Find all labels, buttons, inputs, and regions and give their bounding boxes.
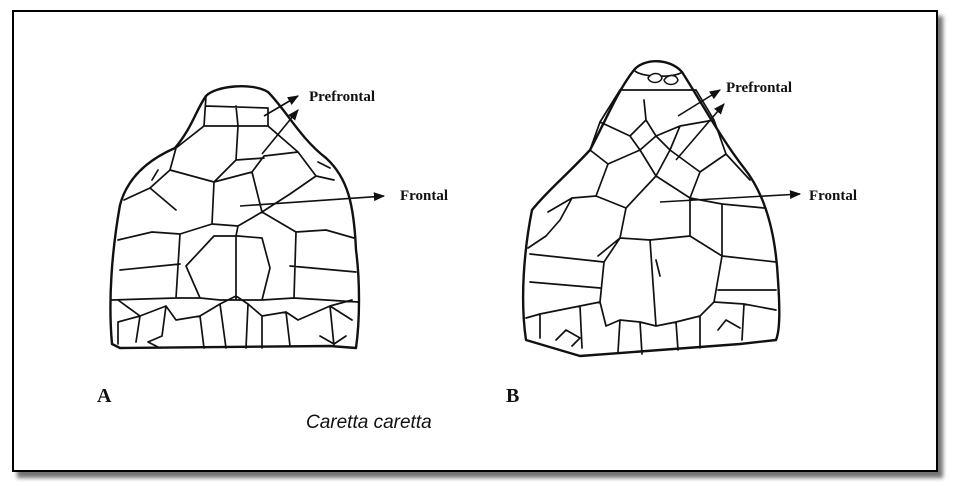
head-a-drawing bbox=[110, 86, 359, 348]
label-a-frontal: Frontal bbox=[400, 188, 448, 204]
head-b-nostril-right bbox=[664, 76, 678, 85]
head-b-drawing bbox=[523, 61, 779, 356]
label-b-prefrontal: Prefrontal bbox=[726, 80, 792, 96]
head-b-outline bbox=[523, 61, 779, 356]
panel-label-b: B bbox=[506, 385, 519, 407]
label-a-prefrontal: Prefrontal bbox=[309, 89, 375, 105]
panel-label-a: A bbox=[97, 385, 112, 407]
figure-caption: Caretta caretta bbox=[306, 412, 432, 434]
label-b-frontal: Frontal bbox=[809, 188, 857, 204]
head-b-nostril-left bbox=[648, 74, 662, 83]
